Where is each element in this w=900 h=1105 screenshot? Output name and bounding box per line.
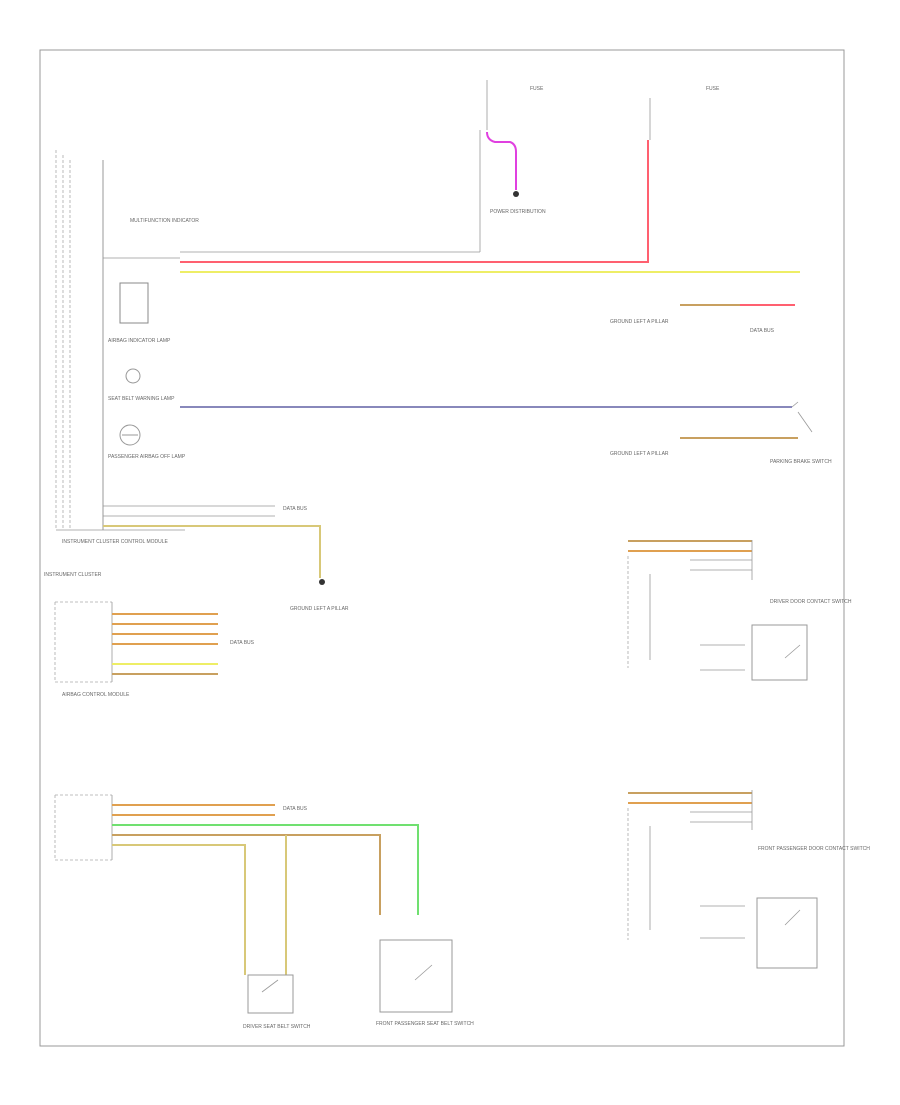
data-bus-label-b: DATA BUS (283, 506, 308, 512)
instrument-cluster-block: MULTIFUNCTION INDICATOR AIRBAG INDICATOR… (44, 150, 199, 578)
driver-door-module-label: DRIVER DOOR CONTACT SWITCH (770, 599, 852, 605)
data-bus-label-a: DATA BUS (750, 328, 775, 334)
data-bus-label-d: DATA BUS (283, 806, 308, 812)
airbag-lamp-label: AIRBAG INDICATOR LAMP (108, 338, 171, 344)
cluster-lower-outputs: GROUND LEFT A PILLAR DATA BUS (103, 505, 349, 612)
airbag-control-module-label: AIRBAG CONTROL MODULE (62, 692, 130, 698)
passenger-door-module-label: FRONT PASSENGER DOOR CONTACT SWITCH (758, 846, 870, 852)
seat-belt-switch-block: DATA BUS DRIVER SEAT BELT SWITCH FRONT P… (54, 794, 474, 1030)
driver-seat-belt-switch-label: DRIVER SEAT BELT SWITCH (243, 1024, 311, 1030)
fuse-top-center-label: FUSE (530, 86, 544, 92)
power-distribution-label: POWER DISTRIBUTION (490, 209, 546, 215)
cluster-control-module-label: INSTRUMENT CLUSTER CONTROL MODULE (62, 539, 169, 545)
airbag-control-module-block: DATA BUS AIRBAG CONTROL MODULE (54, 601, 255, 698)
passenger-seat-belt-switch-label: FRONT PASSENGER SEAT BELT SWITCH (376, 1021, 474, 1027)
ground-label-a: GROUND LEFT A PILLAR (610, 319, 669, 325)
driver-door-switch-block: DRIVER DOOR CONTACT SWITCH (627, 540, 852, 681)
fuse-top-right-label: FUSE (706, 86, 720, 92)
power-feed: POWER DISTRIBUTION FUSE FUSE (180, 80, 800, 273)
mid-right-wires: GROUND LEFT A PILLAR DATA BUS GROUND LEF… (180, 304, 832, 465)
ground-label-b: GROUND LEFT A PILLAR (610, 451, 669, 457)
data-bus-label-c: DATA BUS (230, 640, 255, 646)
multifunction-indicator-label: MULTIFUNCTION INDICATOR (130, 218, 199, 224)
passenger-door-switch-block: FRONT PASSENGER DOOR CONTACT SWITCH (627, 790, 870, 969)
diagram-frame (39, 49, 845, 1047)
ground-label-c: GROUND LEFT A PILLAR (290, 606, 349, 612)
parking-brake-label: PARKING BRAKE SWITCH (770, 459, 832, 465)
instrument-cluster-label: INSTRUMENT CLUSTER (44, 572, 102, 578)
passenger-airbag-off-lamp-label: PASSENGER AIRBAG OFF LAMP (108, 454, 186, 460)
seat-belt-lamp-label: SEAT BELT WARNING LAMP (108, 396, 175, 402)
